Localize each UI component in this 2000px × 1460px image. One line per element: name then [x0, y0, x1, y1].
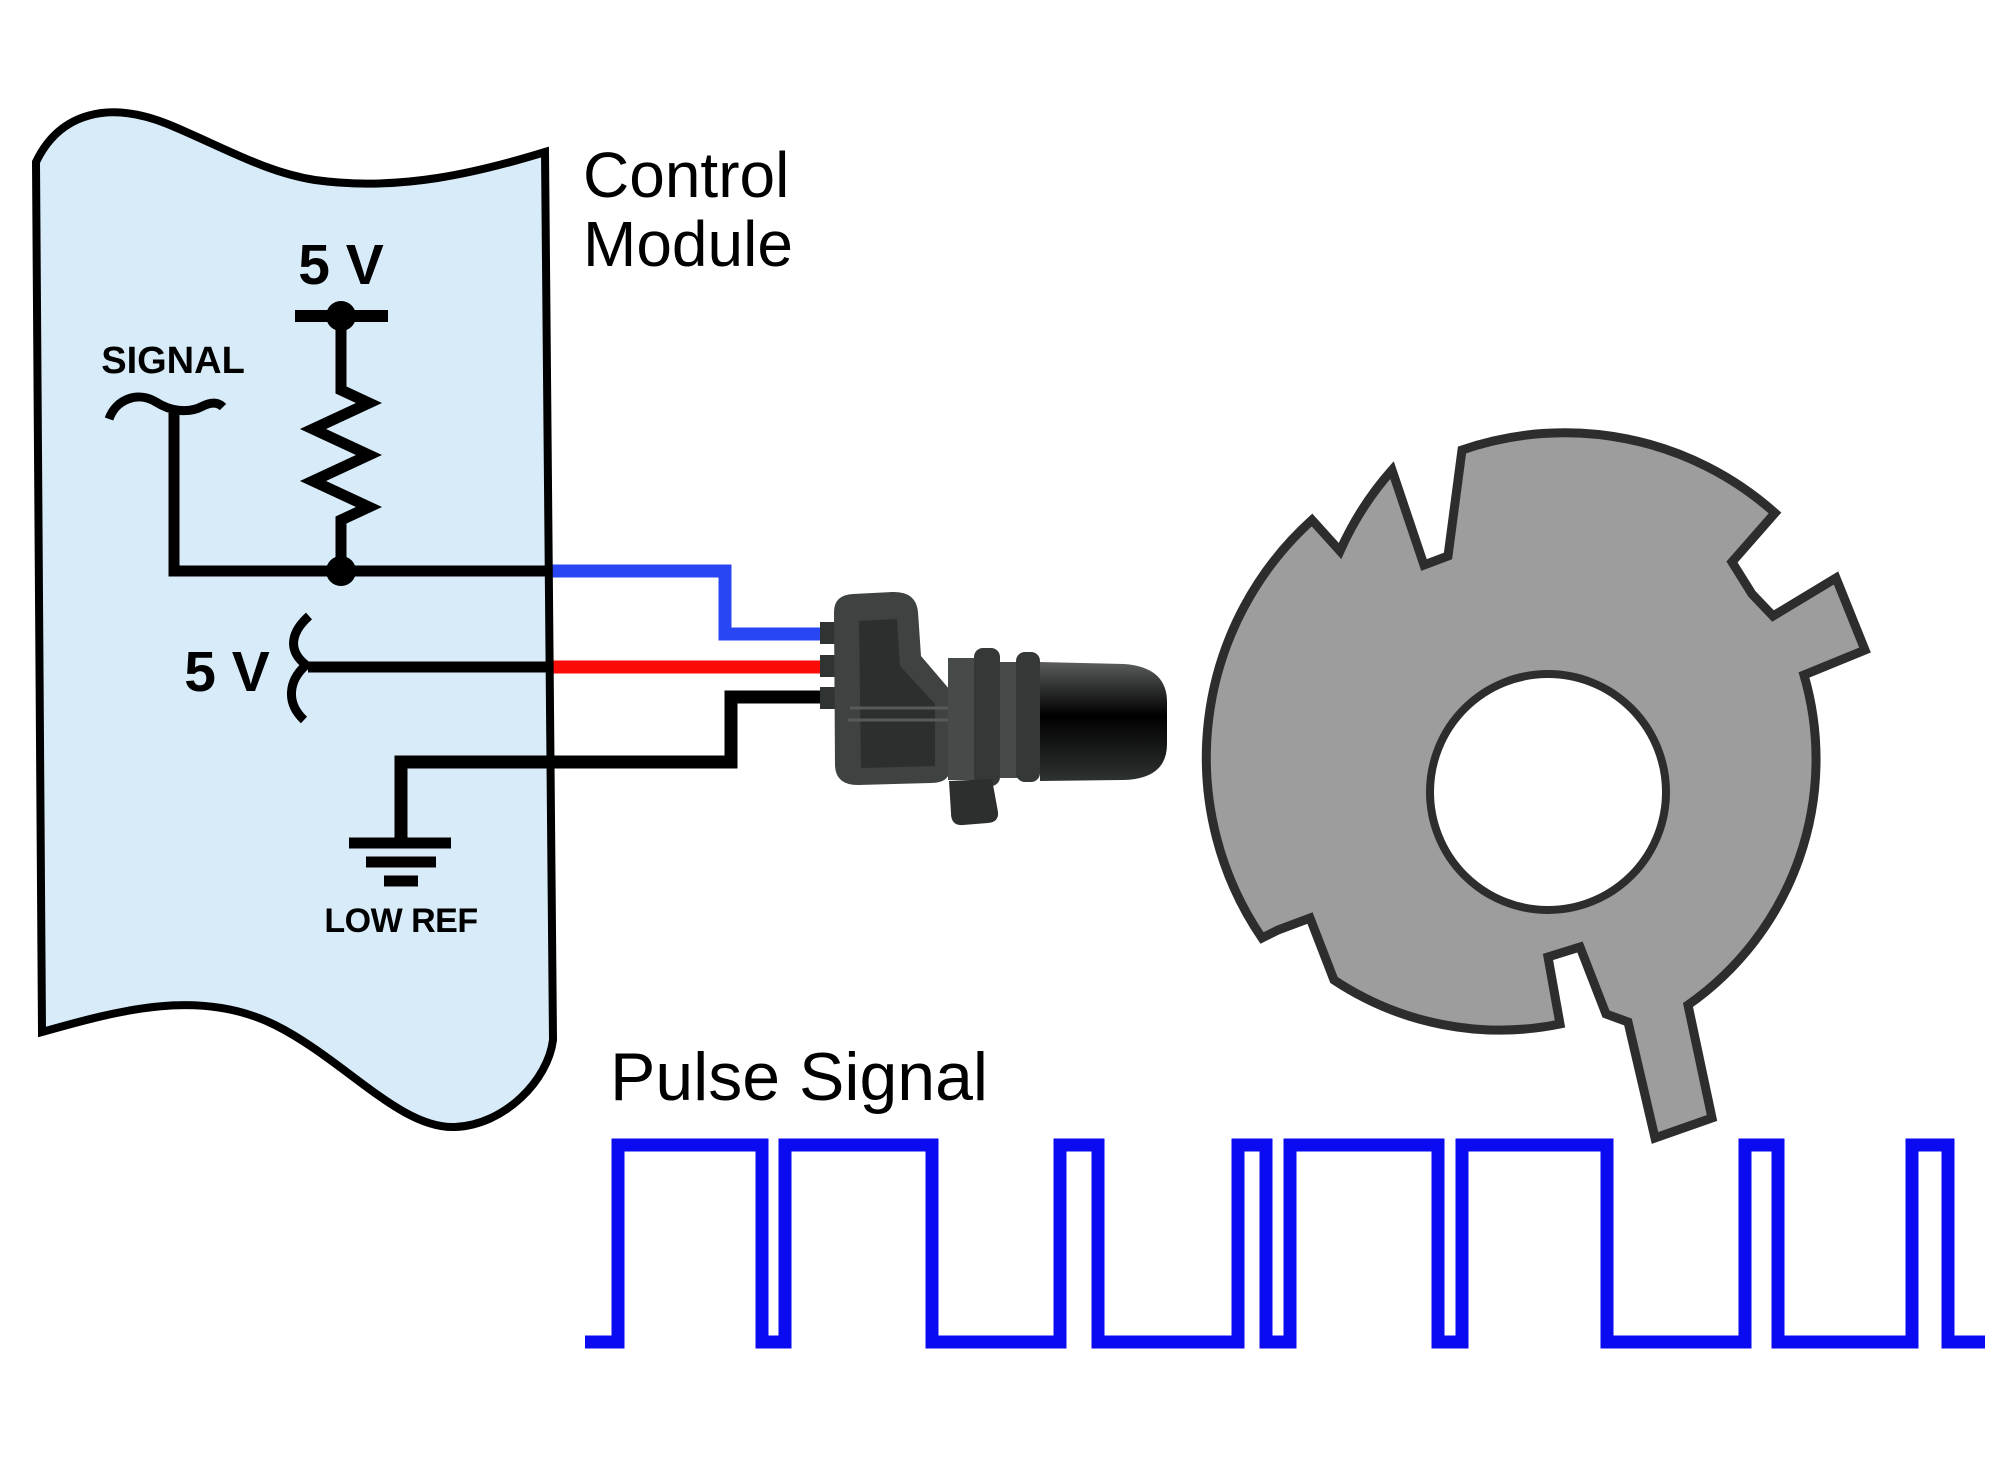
pulse-waveform [585, 1138, 1985, 1349]
sensor-pin-tab-1 [820, 622, 836, 644]
internal-circuit [104, 301, 548, 887]
pullup-resistor [299, 316, 383, 571]
sensor-mount-ear [949, 779, 999, 826]
supply-5v-top-label: 5 V [298, 233, 384, 297]
wire-ground-black [394, 690, 842, 843]
sensor-pin-tab-3 [820, 687, 836, 709]
reluctor-wheel-hub-hole [1426, 670, 1670, 914]
sensor-spacer [1000, 662, 1018, 778]
pulse-signal-title: Pulse Signal [610, 1039, 989, 1115]
supply-squiggle-icon [287, 612, 314, 724]
sensor-oring-2 [1016, 652, 1040, 782]
signal-squiggle-icon [104, 392, 227, 421]
control-module-outline [31, 108, 558, 1132]
sensor-pin-tab-2 [820, 655, 836, 677]
reluctor-wheel [1201, 428, 1871, 1144]
signal-trace [168, 413, 548, 577]
signal-label: SIGNAL [101, 340, 245, 382]
control-module-label-line1: Control [583, 139, 790, 211]
wire-signal-blue [546, 564, 840, 641]
sensor-collar [948, 658, 976, 780]
cam-position-sensor [820, 591, 1167, 826]
sensor-barrel [1040, 662, 1167, 781]
control-module-body [36, 112, 553, 1128]
sensor-connector-shadow [859, 619, 935, 768]
low-ref-label: LOW REF [324, 902, 478, 940]
sensor-oring-1 [974, 648, 1000, 786]
control-module-label: Control Module [583, 141, 793, 279]
supply-5v-side-label: 5 V [184, 640, 270, 704]
control-module-label-line2: Module [583, 208, 793, 280]
